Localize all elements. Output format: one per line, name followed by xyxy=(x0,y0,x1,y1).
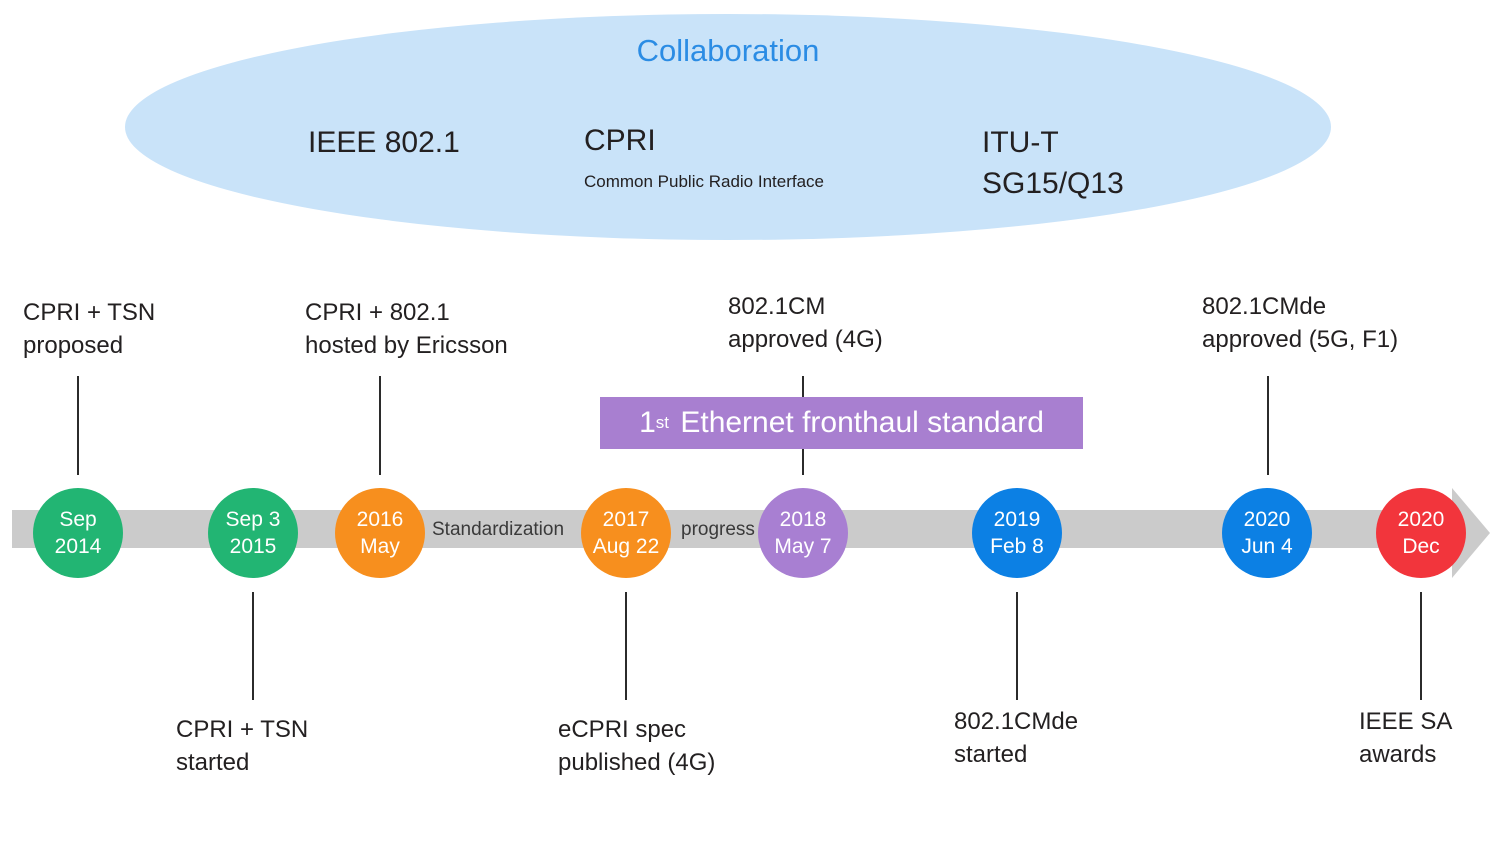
timeline-label-progress: progress xyxy=(681,519,755,540)
connector-line-2020-jun4 xyxy=(1267,376,1269,475)
org-cpri: CPRI Common Public Radio Interface xyxy=(584,124,824,192)
org-cpri-subtitle: Common Public Radio Interface xyxy=(584,172,825,191)
milestone-sep-2014: Sep 2014 xyxy=(33,488,123,578)
milestone-date-line2: 2014 xyxy=(54,535,102,558)
annotation-cpri-tsn-started: CPRI + TSN started xyxy=(176,716,309,776)
milestone-2016-may: 2016 May xyxy=(335,488,425,578)
milestone-date-line1: Sep xyxy=(59,508,97,531)
org-ieee-8021-label: IEEE 802.1 xyxy=(308,126,460,159)
annotation-cpri-tsn-proposed: CPRI + TSN proposed xyxy=(23,299,156,359)
milestone-date-line2: Dec xyxy=(1402,535,1440,558)
annotation-8021cm-approved: 802.1CM approved (4G) xyxy=(728,293,883,353)
connector-line-2020-dec xyxy=(1420,592,1422,700)
milestone-date-line2: May xyxy=(360,535,400,558)
milestone-sep3-2015: Sep 3 2015 xyxy=(208,488,298,578)
milestone-2017-aug22: 2017 Aug 22 xyxy=(581,488,671,578)
annotation-ecpri-spec-published: eCPRI spec published (4G) xyxy=(558,716,716,776)
connector-line-2017-aug22 xyxy=(625,592,627,700)
milestone-date-line1: 2020 xyxy=(1397,508,1445,531)
milestone-date-line1: 2016 xyxy=(356,508,404,531)
milestone-date-line1: 2020 xyxy=(1243,508,1291,531)
milestone-2020-dec: 2020 Dec xyxy=(1376,488,1466,578)
org-ieee-8021: IEEE 802.1 xyxy=(308,126,460,160)
milestone-date-line2: Feb 8 xyxy=(990,535,1044,558)
milestone-date-line2: Aug 22 xyxy=(592,535,660,558)
milestone-date-line1: Sep 3 xyxy=(225,508,281,531)
milestone-date-line2: May 7 xyxy=(774,535,832,558)
banner-label: Ethernet fronthaul standard xyxy=(680,406,1044,439)
collaboration-title: Collaboration xyxy=(636,33,820,68)
connector-line-2016-may xyxy=(379,376,381,475)
annotation-8021cmde-started: 802.1CMde started xyxy=(954,708,1079,768)
org-itut-sg15: ITU-T SG15/Q13 xyxy=(982,122,1124,204)
milestone-2020-jun4: 2020 Jun 4 xyxy=(1222,488,1312,578)
timeline-label-standardization: Standardization xyxy=(432,519,565,540)
milestone-2018-may7: 2018 May 7 xyxy=(758,488,848,578)
milestone-date-line1: 2018 xyxy=(779,508,827,531)
milestone-date-line1: 2019 xyxy=(993,508,1041,531)
collaboration-ellipse xyxy=(125,14,1331,240)
org-cpri-label: CPRI xyxy=(584,124,656,157)
connector-line-sep-2014 xyxy=(77,376,79,475)
milestone-2019-feb8: 2019 Feb 8 xyxy=(972,488,1062,578)
connector-line-2019-feb8 xyxy=(1016,592,1018,700)
milestone-date-line2: 2015 xyxy=(229,535,277,558)
milestone-date-line1: 2017 xyxy=(602,508,650,531)
annotation-cpri-8021-hosted: CPRI + 802.1 hosted by Ericsson xyxy=(305,299,508,359)
annotation-ieee-sa-awards: IEEE SA awards xyxy=(1359,708,1453,768)
annotation-8021cmde-approved: 802.1CMde approved (5G, F1) xyxy=(1202,293,1399,353)
connector-line-sep3-2015 xyxy=(252,592,254,700)
banner-number: 1 xyxy=(639,406,656,439)
org-itut-sg15-label: ITU-T SG15/Q13 xyxy=(982,126,1124,200)
milestone-date-line2: Jun 4 xyxy=(1241,535,1293,558)
